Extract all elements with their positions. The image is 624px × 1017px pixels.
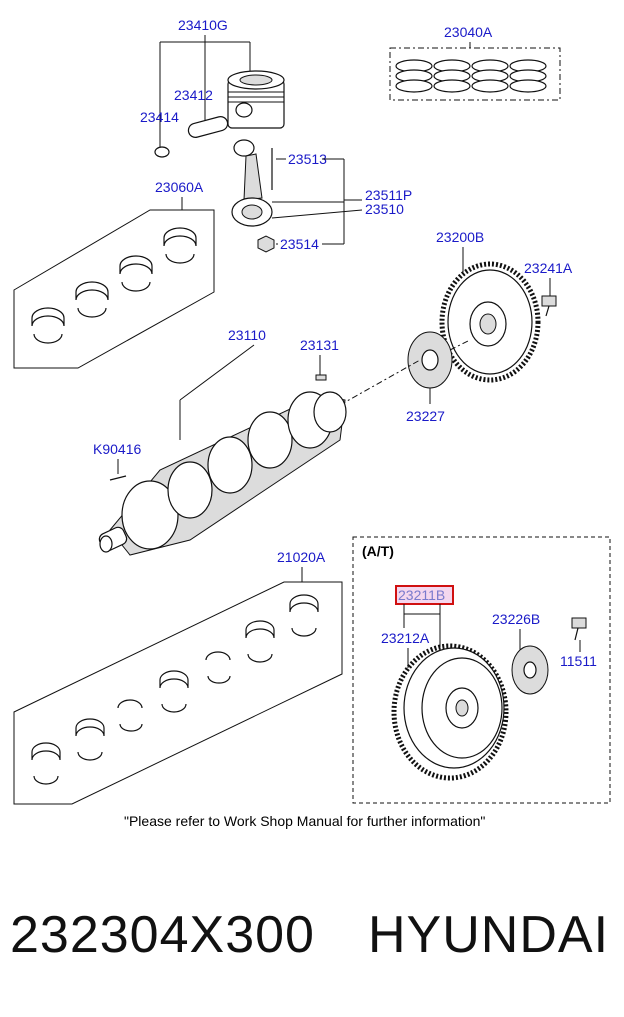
clip-icon — [154, 146, 170, 158]
ring-set-frame — [389, 47, 561, 101]
label-21020A[interactable]: 21020A — [277, 549, 326, 565]
part-number: 232304X300 — [10, 906, 315, 964]
connecting-rod-icon — [231, 139, 273, 227]
adapter-plate-icon — [511, 645, 549, 695]
ring-set-group: 23040A — [389, 24, 561, 101]
label-23510[interactable]: 23510 — [365, 201, 404, 217]
flywheel-group: 23200B 23241A — [436, 229, 573, 383]
conrod-group: 23513 23511P 23510 23514 — [231, 139, 412, 253]
plate-icon — [407, 331, 453, 389]
label-23110[interactable]: 23110 — [228, 327, 266, 343]
drive-plate-icon — [391, 643, 509, 781]
dowel-pin-icon — [109, 475, 127, 481]
label-23131[interactable]: 23131 — [300, 337, 339, 353]
conrod-bearings-icon — [31, 227, 197, 344]
label-K90416[interactable]: K90416 — [93, 441, 141, 457]
label-23412[interactable]: 23412 — [174, 87, 213, 103]
workshop-note: "Please refer to Work Shop Manual for fu… — [124, 813, 485, 829]
label-23060A[interactable]: 23060A — [155, 179, 204, 195]
label-23410G[interactable]: 23410G — [178, 17, 228, 33]
label-23211B[interactable]: 23211B — [398, 587, 445, 603]
crankshaft-group: 23110 23131 K90416 — [93, 327, 421, 556]
piston-pin-icon — [187, 116, 229, 138]
main-bearing-frame — [13, 581, 343, 805]
brand-name: HYUNDAI — [368, 906, 610, 964]
at-group: (A/T) 23211B 23212A 23226B 11511 — [352, 536, 611, 804]
label-11511[interactable]: 11511 — [560, 653, 597, 669]
label-23226B[interactable]: 23226B — [492, 611, 540, 627]
label-23040A[interactable]: 23040A — [444, 24, 493, 40]
plate-group: 23227 — [406, 331, 471, 424]
main-bearing-group: 21020A — [13, 549, 343, 805]
piston-group: 23410G 23412 23414 — [140, 17, 285, 158]
label-23414[interactable]: 23414 — [140, 109, 179, 125]
conrod-bearing-group: 23060A — [13, 179, 215, 369]
crankshaft-icon — [98, 391, 347, 556]
label-23241A[interactable]: 23241A — [524, 260, 573, 276]
label-23513[interactable]: 23513 — [288, 151, 327, 167]
conrod-bearing-frame — [13, 209, 215, 369]
main-bearings-icon — [31, 594, 319, 785]
label-23227[interactable]: 23227 — [406, 408, 445, 424]
flywheel-bolt-icon — [541, 295, 557, 317]
at-title: (A/T) — [362, 543, 394, 559]
piston-rings-icon — [395, 59, 547, 93]
nut-icon — [257, 235, 275, 253]
label-23514[interactable]: 23514 — [280, 236, 319, 252]
key-icon — [315, 374, 327, 381]
at-bolt-icon — [571, 617, 587, 641]
label-23212A[interactable]: 23212A — [381, 630, 430, 646]
piston-icon — [227, 70, 285, 129]
flywheel-icon — [439, 261, 541, 383]
highlight-23211B-box — [395, 585, 454, 605]
at-frame — [352, 536, 611, 804]
label-23200B[interactable]: 23200B — [436, 229, 484, 245]
label-23511P[interactable]: 23511P — [365, 187, 412, 203]
